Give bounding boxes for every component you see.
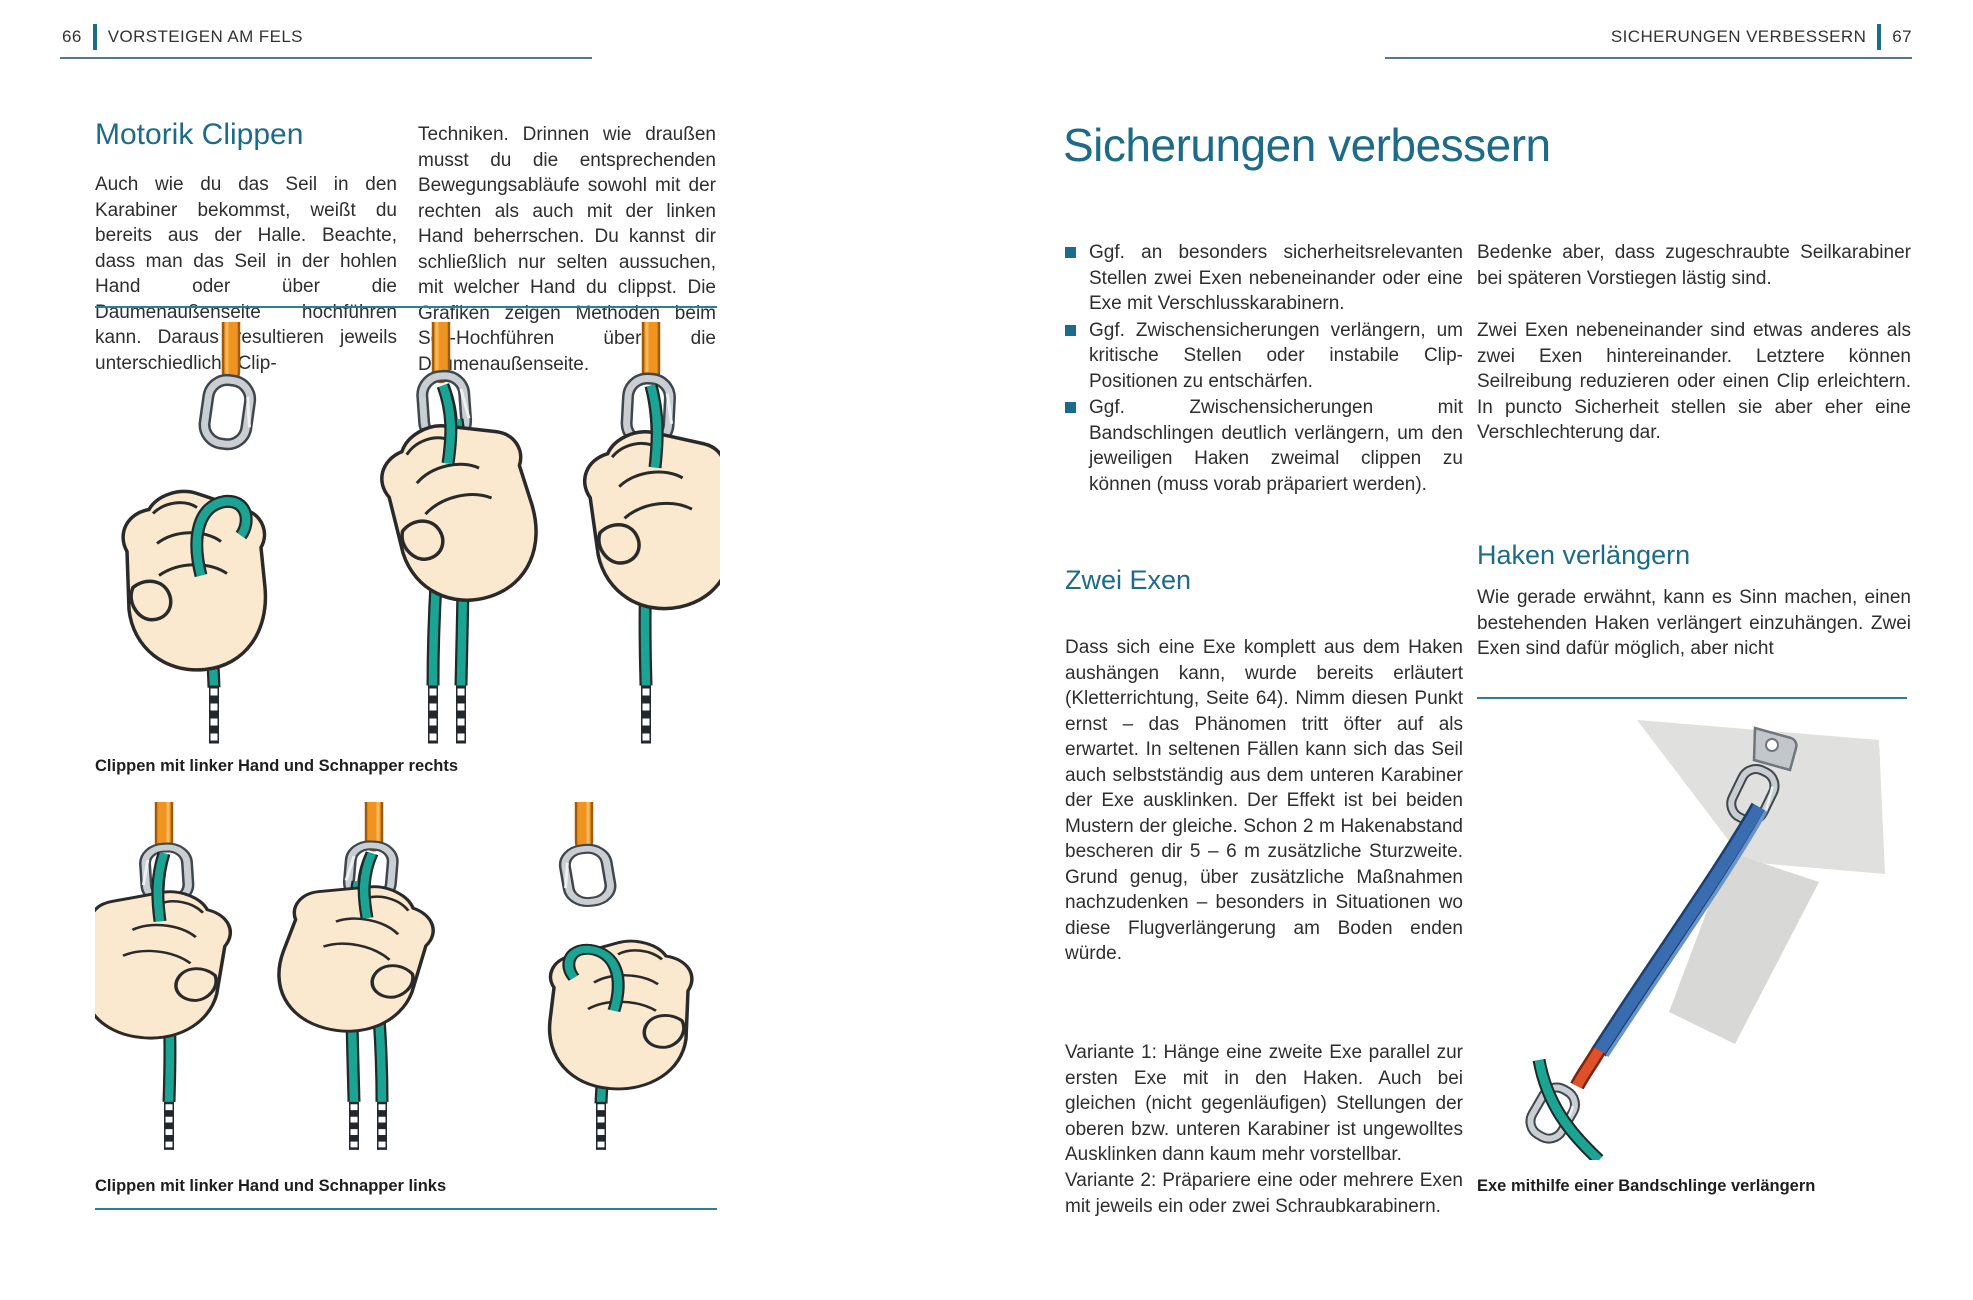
section-heading-motorik-clippen: Motorik Clippen: [95, 118, 304, 151]
right-header-rule: [1385, 57, 1912, 59]
right-head-bar: [1877, 24, 1882, 50]
variante-2-paragraph: Variante 2: Präpariere eine oder mehrere…: [1065, 1170, 1463, 1217]
right-header-text: SICHERUNGEN VERBESSERN: [1610, 27, 1867, 46]
bullet-text: Ggf. Zwischensicherungen mit Bandschling…: [1089, 397, 1463, 495]
left-page-number: 66: [62, 27, 82, 46]
right-column-paragraph-1: Bedenke aber, dass zugeschraubte Seilkar…: [1477, 242, 1911, 289]
list-item: Ggf. Zwischensicherungen mit Bandschling…: [1065, 395, 1463, 497]
illustration-clipping-schnapper-rechts: [121, 322, 720, 750]
left-running-head: 66 VORSTEIGEN AM FELS: [62, 24, 303, 50]
subheading-zwei-exen: Zwei Exen: [1065, 565, 1192, 595]
right-running-head: SICHERUNGEN VERBESSERN 67: [1385, 24, 1912, 50]
illustration-clipping-schnapper-links: [95, 802, 720, 1154]
bullet-square-icon: [1065, 324, 1076, 336]
illustration-exe-mit-bandschlinge: [1525, 720, 1885, 1160]
left-header-text: VORSTEIGEN AM FELS: [107, 27, 303, 46]
right-illustration-top-rule: [1477, 697, 1907, 699]
haken-verlaengern-paragraph: Wie gerade erwähnt, kann es Sinn machen,…: [1477, 587, 1911, 659]
caption-exe-bandschlinge: Exe mithilfe einer Bandschlinge verlänge…: [1477, 1177, 1816, 1195]
caption-clippen-schnapper-rechts: Clippen mit linker Hand und Schnapper re…: [95, 757, 459, 775]
right-page-number: 67: [1892, 27, 1912, 46]
caption-clippen-schnapper-links: Clippen mit linker Hand und Schnapper li…: [95, 1177, 447, 1195]
bullet-square-icon: [1065, 247, 1076, 258]
bullet-list: Ggf. an besonders sicherheitsrelevanten …: [1065, 240, 1463, 498]
right-column-paragraph-2: Zwei Exen nebeneinander sind etwas ander…: [1477, 320, 1911, 443]
left-bottom-rule: [95, 1208, 717, 1210]
subheading-haken-verlaengern: Haken verlängern: [1477, 540, 1691, 570]
list-item: Ggf. Zwischensicherungen verlängern, um …: [1065, 318, 1463, 395]
left-mid-rule: [95, 306, 717, 308]
list-item: Ggf. an besonders sicherheitsrelevanten …: [1065, 240, 1463, 317]
page-title-sicherungen-verbessern: Sicherungen verbessern: [1063, 119, 1551, 171]
zwei-exen-paragraph: Dass sich eine Exe komplett aus dem Hake…: [1065, 637, 1463, 964]
bullet-square-icon: [1065, 402, 1076, 413]
bullet-text: Ggf. Zwischensicherungen verlängern, um …: [1089, 319, 1463, 392]
left-head-bar: [92, 24, 97, 50]
left-column-2-text: Techniken. Drinnen wie draußen musst du …: [418, 124, 716, 375]
variante-1-paragraph: Variante 1: Hänge eine zweite Exe parall…: [1065, 1042, 1463, 1165]
left-header-rule: [60, 57, 592, 59]
bullet-text: Ggf. an besonders sicherheitsrelevanten …: [1089, 242, 1463, 314]
